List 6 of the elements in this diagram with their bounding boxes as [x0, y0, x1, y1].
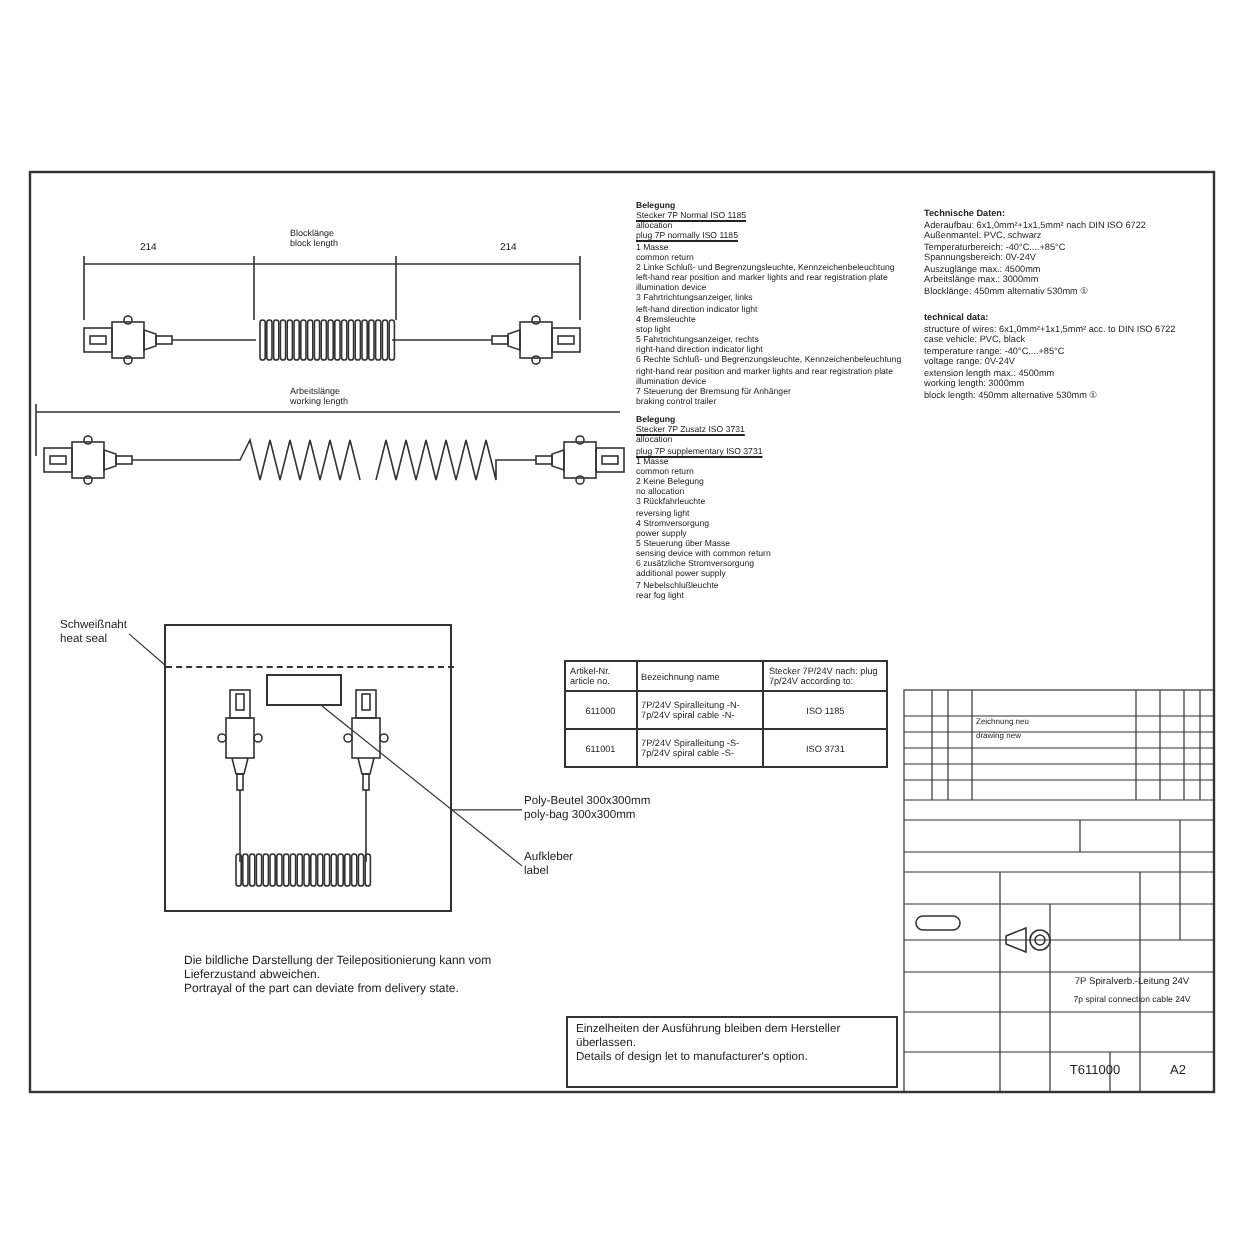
leader-line	[128, 633, 167, 667]
leader-line	[451, 809, 523, 811]
sticker-outline	[266, 674, 342, 706]
poly-bag-outline	[164, 624, 452, 912]
heat-seal-line	[166, 666, 454, 668]
leader-line	[321, 705, 523, 867]
